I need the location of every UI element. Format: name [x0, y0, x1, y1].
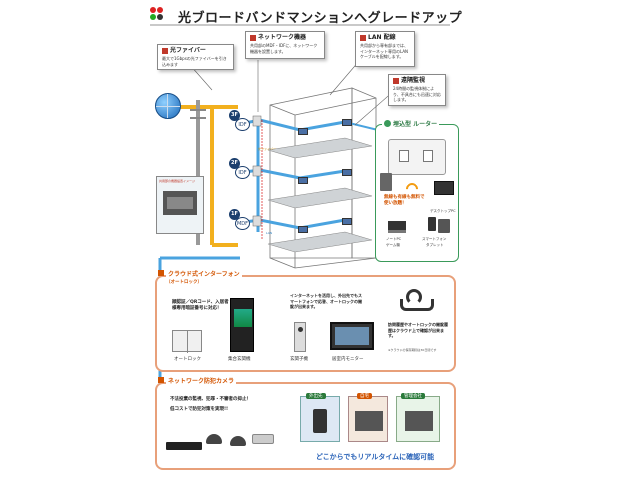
- callout-network: ネットワーク機器 共用部のMDF・IDFに、ネットワーク機器を設置します。: [245, 31, 325, 59]
- outlet-device-smartphone: スマートフォン: [422, 237, 447, 241]
- place-label-office: 管理会社: [401, 393, 425, 399]
- page-title: 光ブロードバンドマンションへグレードアップ: [178, 11, 463, 26]
- router-outlet-icon: [384, 120, 391, 127]
- floor-plates: [267, 137, 373, 253]
- outlet-note: 無線も有線も無料で使い放題！: [384, 195, 425, 206]
- building-frame: [269, 87, 377, 269]
- camera-title: ネットワーク防犯カメラ: [166, 376, 237, 385]
- cloud-icon: [400, 289, 434, 311]
- bullet-camera-icon: [252, 434, 274, 444]
- camera-cost-text: 低コストで防犯対策を実現!!: [170, 407, 229, 412]
- utility-pole: [196, 100, 200, 245]
- fiber-icon: [162, 48, 168, 54]
- outlet-device-game: ゲーム機: [386, 243, 400, 247]
- internet-globe-icon: [155, 93, 181, 119]
- floor-label-1f: 1F: [229, 209, 240, 220]
- place-label-outdoor: 外出先: [306, 393, 326, 399]
- callout-lan: LAN 配線 共用部から専有部までは、インターネット専用のLANケーブルを配線し…: [355, 31, 415, 67]
- door-station-icon: [294, 322, 306, 352]
- dome-camera-icon-2: [230, 436, 246, 446]
- network-icon: [250, 35, 256, 41]
- floor-pc-1f-b: [342, 218, 352, 225]
- place-card-office: 管理会社: [396, 393, 440, 442]
- desktop-pc-icon: [380, 173, 392, 191]
- title-logo: [150, 7, 170, 21]
- intercom-feature-text: 顔認証／QRコード、入居者様専用暗証番号に対応！: [172, 300, 229, 311]
- laptop-icon: [388, 221, 406, 233]
- camera-footer: どこからでもリアルタイムに確認可能: [315, 453, 435, 461]
- router-outlet-heading-wrap: 埋込型 ルーター: [382, 119, 440, 128]
- equipment-image-label: 共用部の機器設置イメージ: [159, 179, 195, 183]
- dome-camera-icon-1: [206, 434, 222, 444]
- tablet-icon: [438, 219, 450, 233]
- intercom-item-lobby: 集合玄関機: [228, 357, 251, 362]
- intercom-title: クラウド式インターフォン: [166, 269, 242, 278]
- router-outlet-heading: 埋込型 ルーター: [393, 121, 438, 128]
- floor-pc-1f-a: [298, 226, 308, 233]
- idf-label-3f: IDF: [235, 118, 250, 131]
- floor-pc-3f-a: [298, 128, 308, 135]
- desktop-monitor-icon: [434, 181, 454, 195]
- callout-remote: 遠隔監視 24時間の監視体制により、不具合にも迅速に対応します。: [388, 74, 446, 106]
- outlet-device-desktop: デスクトップPC: [430, 209, 456, 213]
- title-underline: [150, 24, 450, 26]
- floor-label-2f: 2F: [229, 158, 240, 169]
- intercom-item-monitor: 居室内モニター: [332, 357, 364, 362]
- outlet-device-tablet: タブレット: [426, 243, 444, 247]
- intercom-subtitle: （オートロック）: [166, 280, 202, 285]
- wall-plate: [388, 139, 446, 175]
- camera-title-icon: [158, 377, 164, 383]
- recorder-icon: [166, 442, 202, 450]
- place-card-home: 自宅: [348, 393, 388, 442]
- floor-label-3f: 3F: [229, 110, 240, 121]
- intercom-title-icon: [158, 270, 164, 276]
- floor-pc-3f-b: [342, 119, 352, 126]
- lan-line-label: LAN: [266, 231, 273, 235]
- floor-pc-2f-b: [342, 169, 352, 176]
- intercom-item-autolock: オートロック: [174, 357, 201, 362]
- room-monitor-icon: [330, 322, 374, 350]
- floor-pc-2f-a: [298, 177, 308, 184]
- fiber-line-label: 光ファイバー: [258, 147, 276, 151]
- equipment-image: 共用部の機器設置イメージ: [156, 176, 204, 234]
- lobby-panel-icon: [230, 298, 254, 352]
- intercom-cloud-note: ※クラウドの保存期間は30日間です: [388, 348, 437, 352]
- smartphone-icon: [428, 217, 436, 231]
- lan-icon: [360, 35, 366, 41]
- remote-icon: [393, 78, 399, 84]
- place-label-home: 自宅: [357, 393, 372, 399]
- autolock-door-icon: [172, 330, 202, 353]
- intercom-cloud-text: 訪問履歴やオートロックの開錠履歴はクラウド上で確認が出来ます。: [388, 322, 448, 338]
- intercom-remote-text: インターネットを活用し、外出先でもスマートフォンで応答、オートロックの開錠が出来…: [290, 293, 362, 309]
- intercom-item-door: 玄関子機: [290, 357, 308, 362]
- idf-label-2f: IDF: [235, 166, 250, 179]
- mdf-label-1f: MDF: [235, 217, 250, 230]
- outlet-device-laptop: ノートPC: [386, 237, 402, 241]
- place-card-outdoor: 外出先: [300, 393, 340, 442]
- camera-feature-text: 不法投棄の監視、犯罪・不審者の抑止！: [170, 397, 251, 402]
- callout-fiber: 光ファイバー 最大で1Gbpsの光ファイバーを引き込みます: [157, 44, 234, 70]
- router-outlet-panel: 埋込型 ルーター デスクトップPC 無線も有線も無料で使い放題！ ノートPC ゲ…: [375, 119, 459, 262]
